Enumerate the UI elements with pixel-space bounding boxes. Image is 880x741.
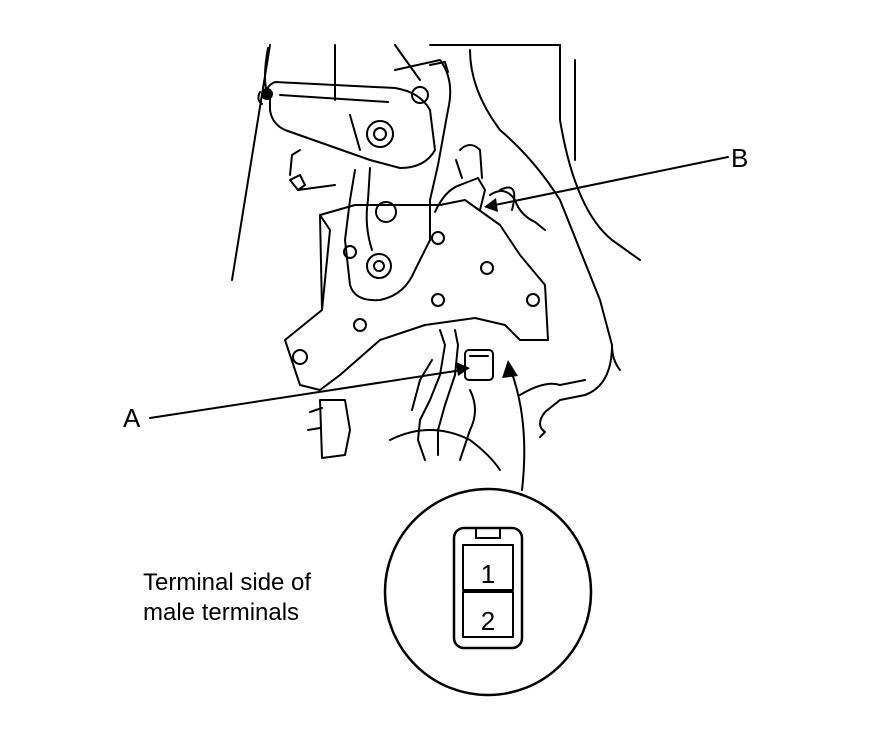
callout-label-a: A <box>123 403 141 433</box>
leader-line-a <box>149 369 463 419</box>
pointer-to-connector <box>509 367 526 491</box>
connector-detail <box>383 487 593 697</box>
terminal-cavity-2 <box>462 591 514 638</box>
arrowhead-pointer <box>502 360 518 378</box>
latch-plate <box>284 144 549 391</box>
hinge-arm <box>257 81 436 169</box>
terminal-number-2: 2 <box>480 606 496 636</box>
detail-caption: Terminal side of male terminals <box>143 568 311 628</box>
wire-harness <box>307 329 494 461</box>
detail-circle <box>383 487 593 697</box>
body-panel <box>231 44 641 471</box>
caption-line-1: Terminal side of <box>143 569 312 596</box>
hinge-bracket <box>344 59 452 302</box>
connector-latch <box>475 527 501 539</box>
terminal-number-1: 1 <box>480 559 496 589</box>
leader-lines <box>149 156 729 491</box>
caption-line-2: male terminals <box>143 599 300 626</box>
callout-label-b: B <box>731 143 749 173</box>
terminal-cavity-1 <box>462 544 514 591</box>
arrowhead-a <box>456 362 470 376</box>
arrowhead-b <box>484 198 498 212</box>
leader-line-b <box>489 156 729 207</box>
